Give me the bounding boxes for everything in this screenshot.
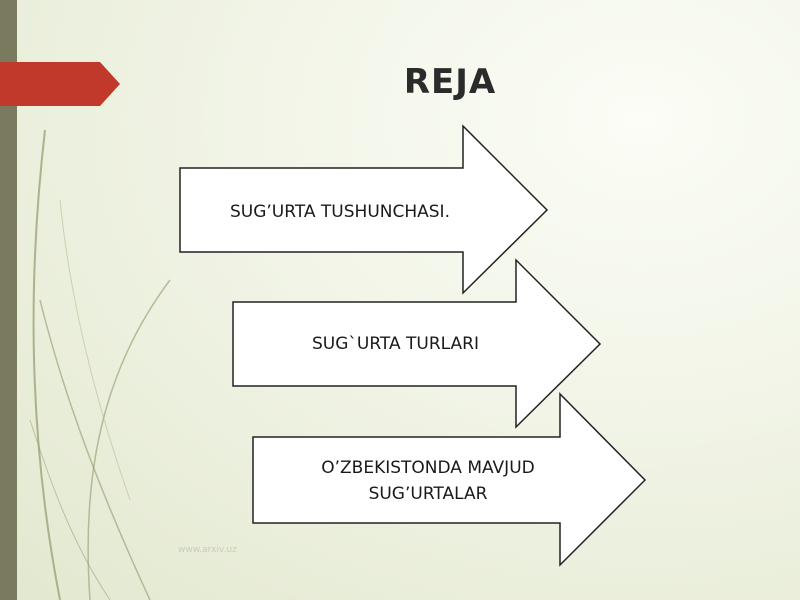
arrow-item-1: SUG’URTA TUSHUNCHASI. [179,124,549,295]
arrow-label-3: O’ZBEKISTONDA MAVJUD SUG’URTALAR [321,458,535,504]
red-accent-tab [0,62,120,106]
left-sidebar-bar [0,0,17,600]
arrow-label-1: SUG’URTA TUSHUNCHASI. [230,202,450,222]
slide-title: REJA [403,62,497,102]
arrow-item-2: SUG`URTA TURLARI [232,258,602,429]
arrow-label-2: SUG`URTA TURLARI [312,334,479,354]
arrow-item-3: O’ZBEKISTONDA MAVJUD SUG’URTALAR [252,392,647,567]
footer-url: www.arxiv.uz [178,545,237,555]
